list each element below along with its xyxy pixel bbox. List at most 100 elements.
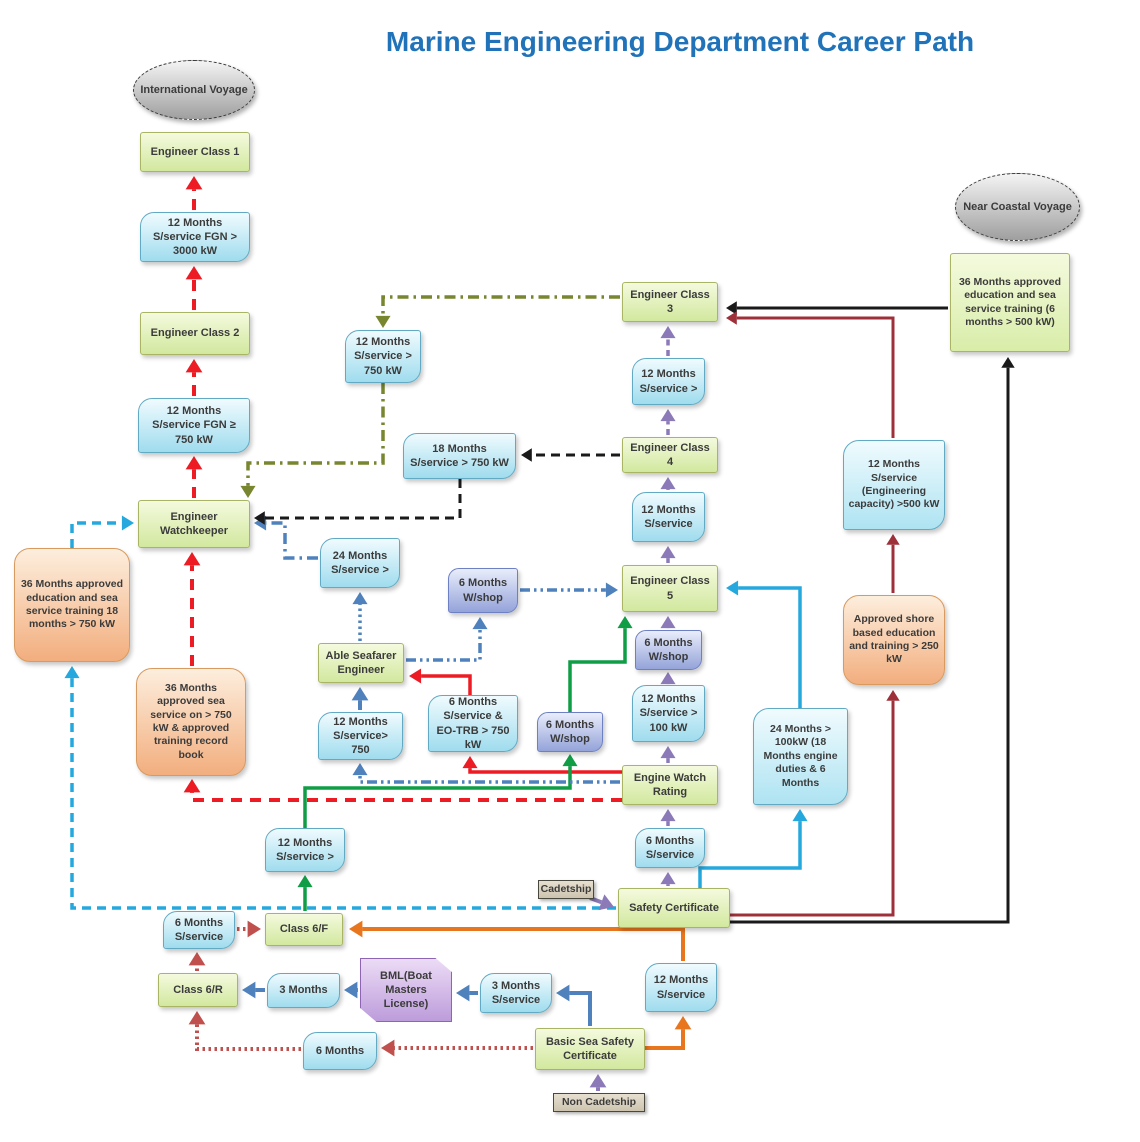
edge-safety-to-approved-shore [730, 700, 895, 917]
edge-basic-to-12m-orange [645, 1029, 685, 1050]
node-3m-sservice: 3 Months S/service [480, 973, 552, 1013]
node-label-12m-fgn-750: 12 Months S/service FGN ≥ 750 kW [152, 405, 236, 446]
node-able-seafarer-engineer: Able Seafarer Engineer [318, 643, 404, 683]
node-12m-sservice-ec3: 12 Months S/service > [632, 358, 705, 405]
arrowhead-12m-orange-to-class6f [349, 920, 363, 938]
node-label-class-6f: Class 6/F [279, 923, 329, 936]
arrowhead-12m-750-olive-to-watchkeeper [240, 485, 256, 498]
node-label-6m-wshop-right: 6 Months W/shop [644, 636, 693, 663]
node-label-18m-750kw: 18 Months S/service > 750 kW [410, 442, 509, 469]
edge-safety-to-24m-100kw [698, 821, 802, 888]
node-6m-eotrb: 6 Months S/service & EO-TRB > 750 kW [428, 695, 518, 752]
node-safety-certificate: Safety Certificate [618, 888, 730, 928]
arrowhead-ewr-to-12m-100kw [660, 746, 676, 759]
arrowhead-24m-100kw-to-ec5 [726, 580, 739, 596]
arrowhead-basic-to-12m-orange [674, 1016, 692, 1030]
node-label-6m-sservice-bl: 6 Months S/service [174, 916, 224, 943]
node-label-12m-750kw-olive: 12 Months S/service > 750 kW [354, 336, 412, 377]
node-label-6m-eotrb: 6 Months S/service & EO-TRB > 750 kW [436, 696, 510, 751]
edge-12m-eng-to-ec3 [736, 316, 895, 438]
arrowhead-12m-ec4-to-ec4 [660, 477, 676, 490]
edge-ewr-to-36m-sea [190, 792, 622, 802]
node-3-months: 3 Months [267, 973, 340, 1008]
node-engineer-class-2: Engineer Class 2 [140, 312, 250, 355]
node-engineer-class-5: Engineer Class 5 [622, 565, 718, 612]
node-label-3-months: 3 Months [279, 984, 328, 997]
node-6m-wshop-mid: 6 Months W/shop [537, 712, 603, 752]
node-label-12m-sservice-750: 12 Months S/service> 750 [333, 715, 388, 757]
node-12m-engineering-capacity: 12 Months S/service (Engineering capacit… [843, 440, 945, 530]
arrowhead-12m-eng-to-ec3 [726, 311, 737, 325]
arrowhead-wshop-mid-to-ec5 [617, 616, 633, 629]
edge-safety-to-36m-edu-right [730, 367, 1010, 924]
arrowhead-36m-edu-right-to-ec3 [726, 301, 737, 315]
arrowhead-safety-to-36m-edu-left [64, 666, 80, 679]
node-label-engineer-watchkeeper: Engineer Watchkeeper [159, 510, 229, 537]
node-approved-shore-education: Approved shore based education and train… [843, 595, 945, 685]
node-label-6m-wshop-mid: 6 Months W/shop [545, 718, 595, 745]
node-6m-wshop-right: 6 Months W/shop [635, 630, 702, 670]
arrowhead-ewr-to-12m750 [352, 763, 368, 776]
arrowhead-able-to-24m [352, 592, 368, 605]
arrowhead-12m-fgn3000-to-ec1 [185, 176, 203, 190]
node-label-engineer-class-4: Engineer Class 4 [630, 441, 710, 468]
arrowhead-18m-to-watchkeeper [254, 511, 265, 525]
arrowhead-safety-to-approved-shore [886, 690, 900, 701]
node-label-basic-sea-safety: Basic Sea Safety Certificate [545, 1035, 635, 1062]
arrowhead-wshop-top-to-ec5 [605, 582, 618, 598]
node-36m-approved-education-left: 36 Months approved education and sea ser… [14, 548, 130, 662]
node-label-6m-wshop-top: 6 Months W/shop [458, 577, 508, 604]
node-label-approved-shore-education: Approved shore based education and train… [849, 613, 939, 666]
arrowhead-safety-to-24m-100kw [792, 809, 808, 822]
arrowhead-36m-edu-left-to-watchkeeper [121, 515, 134, 531]
arrowhead-basic-to-3m-sservice [556, 984, 570, 1002]
edge-basic-to-3m-sservice [569, 991, 592, 1026]
node-label-12m-sservice-orange: 12 Months S/service [653, 974, 709, 1001]
arrowhead-watchkeeper-to-12m-fgn750 [185, 456, 203, 470]
node-12m-sservice-750: 12 Months S/service> 750 [318, 712, 403, 760]
node-class-6r: Class 6/R [158, 973, 238, 1007]
arrowhead-ec3-to-12m-750-olive [375, 315, 391, 328]
edge-6-months-to-class6r [195, 1024, 301, 1051]
edge-safety-to-36m-edu-left [70, 678, 616, 910]
arrowhead-36m-sea-to-watchkeeper [183, 552, 201, 566]
node-near-coastal-voyage: Near Coastal Voyage [955, 173, 1080, 241]
node-label-12m-engineering-capacity: 12 Months S/service (Engineering capacit… [848, 458, 940, 511]
arrowhead-approved-shore-to-12m-eng [886, 534, 900, 545]
diagram-title: Marine Engineering Department Career Pat… [385, 26, 975, 57]
node-label-engineer-class-2: Engineer Class 2 [150, 327, 240, 340]
arrowhead-able-to-wshop-top [472, 617, 488, 630]
node-18m-750kw: 18 Months S/service > 750 kW [403, 433, 516, 479]
node-class-6f: Class 6/F [265, 913, 343, 946]
arrowhead-12m-fgn750-to-ec2 [185, 359, 203, 373]
edge-24m-100kw-to-ec5 [738, 586, 802, 708]
arrowhead-class6f-to-12m [297, 875, 313, 888]
edge-wshop-mid-to-ec5 [568, 628, 627, 712]
node-cadetship: Cadetship [538, 880, 594, 899]
node-label-6m-sservice-ewr: 6 Months S/service [645, 834, 695, 861]
node-12m-sservice-6f: 12 Months S/service > [265, 828, 345, 872]
node-label-24m-100kw: 24 Months > 100kW (18 Months engine duti… [763, 722, 838, 789]
arrowhead-6m-ewr-to-ewr [660, 809, 676, 822]
node-label-36m-approved-education-right: 36 Months approved education and sea ser… [958, 275, 1062, 328]
arrowhead-safety-to-36m-edu-right [1001, 357, 1015, 368]
node-12m-fgn-3000: 12 Months S/service FGN > 3000 kW [140, 212, 250, 262]
arrowhead-12m750-to-able-seafarer [351, 687, 369, 701]
node-12m-750kw-olive: 12 Months S/service > 750 kW [345, 330, 421, 383]
node-label-able-seafarer-engineer: Able Seafarer Engineer [325, 649, 397, 676]
node-label-engineer-class-3: Engineer Class 3 [630, 288, 710, 315]
arrowhead-safety-to-6m-ewr [660, 872, 676, 885]
node-basic-sea-safety: Basic Sea Safety Certificate [535, 1028, 645, 1070]
edge-able-to-wshop-top [406, 629, 482, 662]
arrowhead-cadetship-to-safety [598, 894, 614, 911]
node-label-12m-sservice-ec4: 12 Months S/service [641, 503, 696, 530]
node-international-voyage: International Voyage [133, 60, 255, 120]
edge-ec3-to-12m-750-olive [381, 295, 620, 316]
node-label-12m-sservice-ec3: 12 Months S/service > [639, 368, 698, 395]
node-label-12m-100kw: 12 Months S/service > 100 kW [639, 693, 698, 734]
arrowhead-3m-sservice-to-bml [456, 984, 470, 1002]
node-12m-100kw: 12 Months S/service > 100 kW [632, 685, 705, 742]
node-label-engine-watch-rating: Engine Watch Rating [633, 771, 707, 798]
node-label-engineer-class-5: Engineer Class 5 [630, 575, 710, 602]
node-label-3m-sservice: 3 Months S/service [491, 979, 541, 1006]
